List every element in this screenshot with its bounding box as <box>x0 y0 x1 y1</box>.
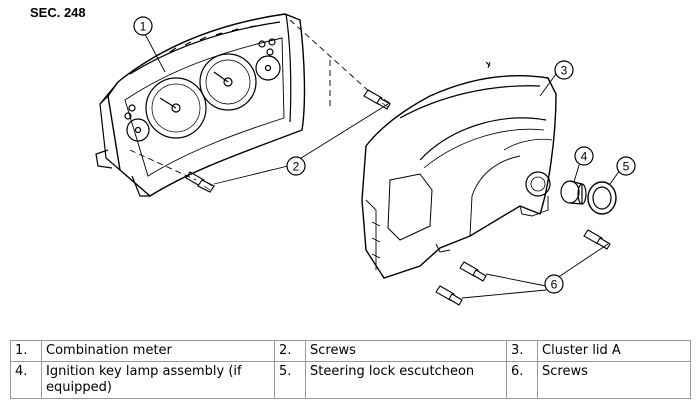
svg-text:4: 4 <box>581 150 588 164</box>
callout-5: 5 <box>616 156 636 176</box>
exploded-parts-diagram: 1 2 3 4 5 6 <box>95 13 636 306</box>
svg-text:1: 1 <box>140 20 147 34</box>
svg-text:6: 6 <box>551 278 558 292</box>
legend-row: 1. Combination meter 2. Screws 3. Cluste… <box>10 340 691 362</box>
combination-meter-part <box>95 13 306 197</box>
legend-description: Combination meter <box>41 340 275 362</box>
legend-description: Screws <box>537 361 691 399</box>
legend-number: 3. <box>506 340 538 362</box>
callout-1: 1 <box>133 16 153 36</box>
legend-description: Ignition key lamp assembly (if equipped) <box>41 361 275 399</box>
screw-six-a <box>583 229 611 250</box>
legend-description: Steering lock escutcheon <box>305 361 507 399</box>
legend-number: 4. <box>10 361 42 399</box>
callout-2: 2 <box>286 156 306 176</box>
steering-lock-escutcheon-part <box>587 181 617 215</box>
svg-text:3: 3 <box>561 64 568 78</box>
legend-number: 5. <box>274 361 306 399</box>
legend-number: 6. <box>506 361 538 399</box>
screw-upper <box>363 89 391 110</box>
legend-number: 1. <box>10 340 42 362</box>
section-label: SEC. 248 <box>30 5 86 20</box>
screw-six-b <box>459 261 487 282</box>
legend-description: Cluster lid A <box>537 340 691 362</box>
callout-4: 4 <box>574 146 594 166</box>
svg-text:5: 5 <box>623 160 630 174</box>
guide-lines <box>129 19 373 181</box>
legend-number: 2. <box>274 340 306 362</box>
screw-six-c <box>435 285 463 306</box>
legend-row: 4. Ignition key lamp assembly (if equipp… <box>10 361 691 399</box>
legend-description: Screws <box>305 340 507 362</box>
cluster-lid-part <box>361 61 557 279</box>
callout-3: 3 <box>554 60 574 80</box>
svg-text:2: 2 <box>293 160 300 174</box>
callout-6: 6 <box>544 274 564 294</box>
parts-legend-table: 1. Combination meter 2. Screws 3. Cluste… <box>10 340 691 399</box>
ignition-key-lamp-part <box>560 180 587 205</box>
screw-lower <box>185 171 215 193</box>
